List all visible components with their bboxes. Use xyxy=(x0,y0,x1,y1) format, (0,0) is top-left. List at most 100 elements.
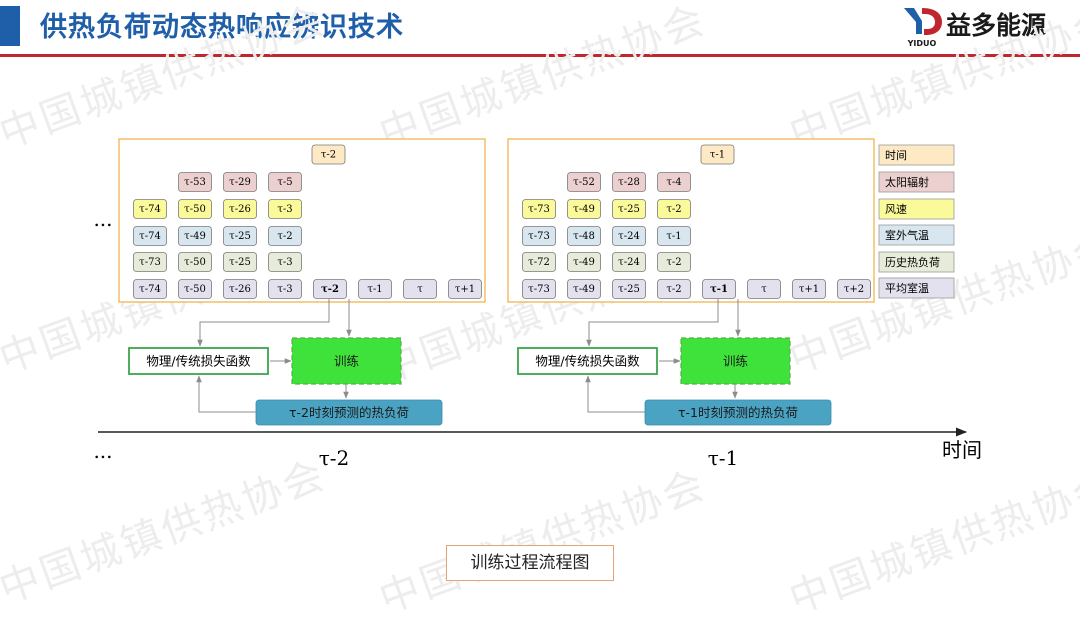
cell-label: τ-24 xyxy=(618,257,640,268)
axis-tick-label: τ-2 xyxy=(319,446,350,470)
cell-indoor xyxy=(837,279,871,299)
cell-indoor xyxy=(657,279,691,299)
cell-indoor xyxy=(358,279,392,299)
legend-swatch xyxy=(878,144,955,166)
cell-label: τ-73 xyxy=(528,284,550,295)
cell-label: τ xyxy=(761,284,767,295)
cell-label: τ-5 xyxy=(277,177,292,188)
cell-label: τ-49 xyxy=(184,231,206,242)
cell-wind xyxy=(223,199,257,219)
cell-label: τ-26 xyxy=(229,204,251,215)
cell-label: τ-50 xyxy=(184,284,206,295)
cell-label: τ-1 xyxy=(710,284,728,295)
cell-label: τ-73 xyxy=(528,231,550,242)
cell-label: τ-2 xyxy=(666,284,681,295)
cell-outdoor xyxy=(567,226,601,246)
cell-label: τ-28 xyxy=(618,177,640,188)
arrow-pred-to-loss xyxy=(196,375,256,413)
cell-label: τ-74 xyxy=(139,231,161,242)
legend-label: 历史热负荷 xyxy=(885,255,940,269)
legend-label: 太阳辐射 xyxy=(885,175,929,189)
cell-label: τ-24 xyxy=(618,231,640,242)
cell-label: τ-48 xyxy=(573,231,595,242)
cell-wind xyxy=(268,199,302,219)
cell-label: τ-26 xyxy=(229,284,251,295)
cell-outdoor xyxy=(612,226,646,246)
cell-label: τ-74 xyxy=(139,284,161,295)
legend-label: 时间 xyxy=(885,149,907,162)
cell-label: τ-53 xyxy=(184,177,206,188)
loss-function-label: 物理/传统损失函数 xyxy=(535,354,640,369)
cell-label: τ-3 xyxy=(277,284,292,295)
cell-outdoor xyxy=(657,226,691,246)
prediction-label: τ-1时刻预测的热负荷 xyxy=(678,405,798,420)
cell-indoor xyxy=(702,279,736,299)
legend-swatch xyxy=(878,277,955,299)
cell-wind xyxy=(178,199,212,219)
cell-label: τ-25 xyxy=(229,257,251,268)
legend-swatch xyxy=(878,224,955,246)
brand-name: 益多能源 xyxy=(946,11,1047,40)
cell-history xyxy=(612,252,646,272)
cell-label: τ-25 xyxy=(618,284,640,295)
cell-label: τ xyxy=(417,284,423,295)
axis-tick-label: τ-1 xyxy=(708,446,739,470)
cell-indoor xyxy=(448,279,482,299)
cell-indoor xyxy=(133,279,167,299)
legend-label: 平均室温 xyxy=(885,281,929,295)
train-box xyxy=(291,337,402,385)
yiduo-logo: YIDUO xyxy=(904,8,942,48)
cell-history xyxy=(268,252,302,272)
cell-outdoor xyxy=(268,226,302,246)
arrow-pred-to-loss xyxy=(585,375,645,413)
cell-history xyxy=(567,252,601,272)
cell-solar xyxy=(178,172,212,192)
ellipsis-top: ... xyxy=(93,207,112,231)
cell-label: τ-52 xyxy=(573,177,595,188)
header-divider xyxy=(0,54,1080,57)
cell-label: τ-3 xyxy=(277,204,292,215)
cell-outdoor xyxy=(522,226,556,246)
cell-solar xyxy=(268,172,302,192)
time-cell-label: τ-1 xyxy=(710,150,725,161)
arrow-to-loss xyxy=(197,299,330,347)
legend-label: 风速 xyxy=(885,203,907,216)
cell-wind xyxy=(133,199,167,219)
cell-label: τ-2 xyxy=(277,231,292,242)
cell-solar xyxy=(567,172,601,192)
legend-label: 室外气温 xyxy=(885,228,929,242)
diagram-caption: 训练过程流程图 xyxy=(446,545,614,581)
cell-label: τ+2 xyxy=(844,284,864,295)
cell-wind xyxy=(657,199,691,219)
cell-label: τ+1 xyxy=(455,284,475,295)
cell-indoor xyxy=(792,279,826,299)
cell-label: τ+1 xyxy=(799,284,819,295)
cell-solar xyxy=(612,172,646,192)
loss-function-box xyxy=(517,347,658,375)
cell-label: τ-49 xyxy=(573,204,595,215)
cell-label: τ-1 xyxy=(666,231,681,242)
cell-indoor xyxy=(223,279,257,299)
legend-swatch xyxy=(878,251,955,273)
cell-wind xyxy=(612,199,646,219)
cell-label: τ-72 xyxy=(528,257,550,268)
legend-swatch xyxy=(878,171,955,193)
ellipsis-axis: ... xyxy=(93,439,112,463)
arrow-to-loss xyxy=(586,299,719,347)
cell-indoor xyxy=(567,279,601,299)
prediction-label: τ-2时刻预测的热负荷 xyxy=(289,405,409,420)
logo-text: YIDUO xyxy=(907,39,937,48)
loss-function-label: 物理/传统损失函数 xyxy=(146,354,251,369)
cell-label: τ-50 xyxy=(184,257,206,268)
cell-label: τ-74 xyxy=(139,204,161,215)
cell-history xyxy=(178,252,212,272)
train-label: 训练 xyxy=(723,354,749,369)
cell-label: τ-2 xyxy=(666,257,681,268)
cell-history xyxy=(133,252,167,272)
cell-history xyxy=(223,252,257,272)
panel-frame xyxy=(507,138,875,303)
cell-indoor xyxy=(612,279,646,299)
panel-frame xyxy=(118,138,486,303)
